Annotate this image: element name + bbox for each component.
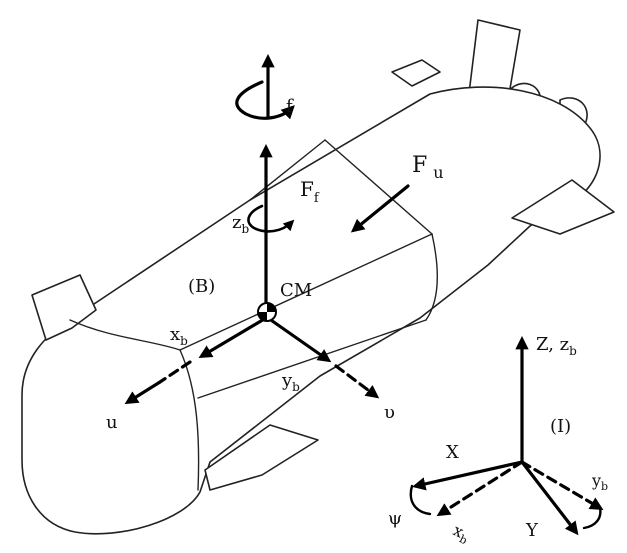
hull-seam-rear-down bbox=[425, 233, 439, 321]
label-zb: zb bbox=[232, 212, 249, 236]
body-frame-arrows bbox=[124, 53, 410, 405]
xb-axis-arrow bbox=[198, 316, 268, 359]
label-psi: ψ bbox=[388, 508, 402, 529]
label-B-frame: (B) bbox=[188, 276, 215, 297]
label-I-frame: (I) bbox=[550, 416, 571, 437]
v-velocity-arrow bbox=[334, 364, 380, 399]
label-X: X bbox=[446, 442, 459, 463]
label-Ff: Ff bbox=[300, 177, 320, 206]
hull-edge-top-panel bbox=[179, 233, 433, 351]
label-yb: yb bbox=[281, 370, 300, 394]
label-yb-inertial: yb bbox=[591, 471, 608, 493]
hull-top-ridge bbox=[249, 139, 326, 201]
fu-force-arrow bbox=[350, 184, 410, 233]
psi-angle-arc-right bbox=[582, 506, 602, 530]
right-side-fin bbox=[511, 179, 615, 235]
zb-rotation-arrow bbox=[247, 204, 295, 233]
hull-seam-side bbox=[197, 319, 427, 399]
vehicle-body bbox=[21, 19, 615, 535]
label-f: f bbox=[286, 96, 294, 117]
rear-bump-1 bbox=[391, 59, 441, 87]
label-xb-inertial: xb bbox=[449, 520, 473, 547]
psi-angle-arc bbox=[409, 484, 432, 516]
u-dash-line bbox=[158, 360, 192, 384]
f-rotation-arrow bbox=[235, 80, 295, 120]
label-Y: Y bbox=[525, 520, 539, 541]
hull-seam-rear bbox=[324, 139, 433, 235]
bottom-fin bbox=[204, 424, 319, 491]
label-v: υ bbox=[384, 402, 395, 423]
u-velocity-arrow bbox=[124, 380, 162, 405]
label-u: u bbox=[106, 412, 118, 433]
inertial-frame bbox=[409, 335, 604, 536]
label-Z-zb: Z, zb bbox=[536, 334, 577, 358]
hull-edge-upper bbox=[69, 319, 181, 351]
inertial-X-axis bbox=[412, 460, 524, 491]
left-side-fin bbox=[31, 274, 97, 341]
label-xb: xb bbox=[170, 324, 188, 348]
inertial-Y-axis bbox=[520, 460, 579, 536]
inertial-yb-axis bbox=[520, 460, 604, 511]
cm-symbol bbox=[257, 302, 277, 322]
inertial-xb-axis bbox=[436, 460, 524, 517]
yb-axis-arrow bbox=[266, 316, 332, 363]
hull-outline bbox=[21, 86, 601, 535]
label-CM: CM bbox=[280, 280, 312, 301]
